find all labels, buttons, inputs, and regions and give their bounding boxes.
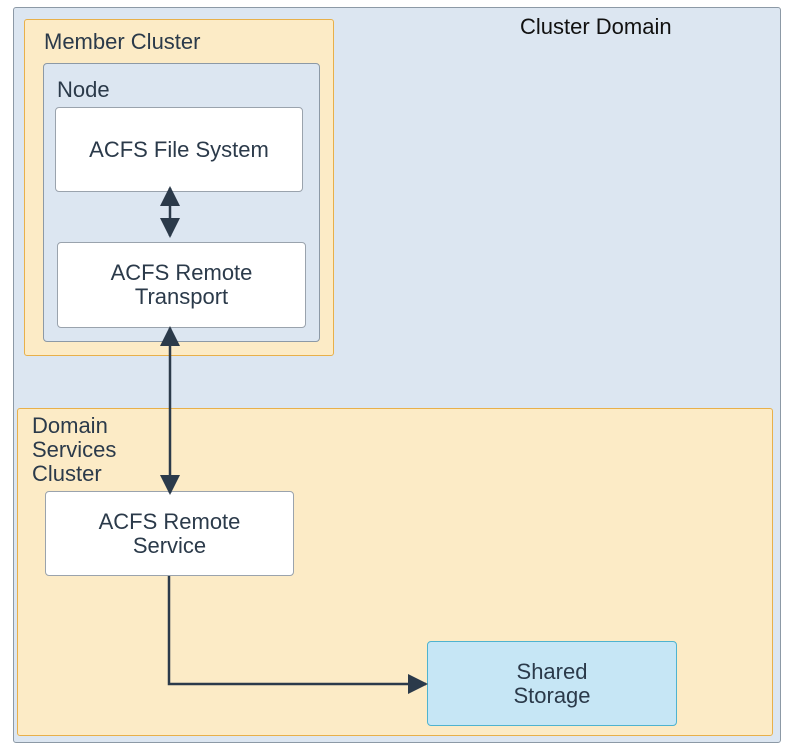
node-title: Node: [57, 77, 110, 102]
acfs-remote-transport-box: ACFS Remote Transport: [57, 242, 306, 328]
member-cluster-title: Member Cluster: [44, 29, 201, 54]
acfs-file-system-box: ACFS File System: [55, 107, 303, 192]
shared-storage-box: Shared Storage: [427, 641, 677, 726]
cluster-domain-title: Cluster Domain: [520, 14, 672, 39]
service-storage-arrow: [167, 576, 428, 694]
acfs-remote-service-box: ACFS Remote Service: [45, 491, 294, 576]
domain-services-cluster-title: Domain Services Cluster: [32, 413, 117, 486]
